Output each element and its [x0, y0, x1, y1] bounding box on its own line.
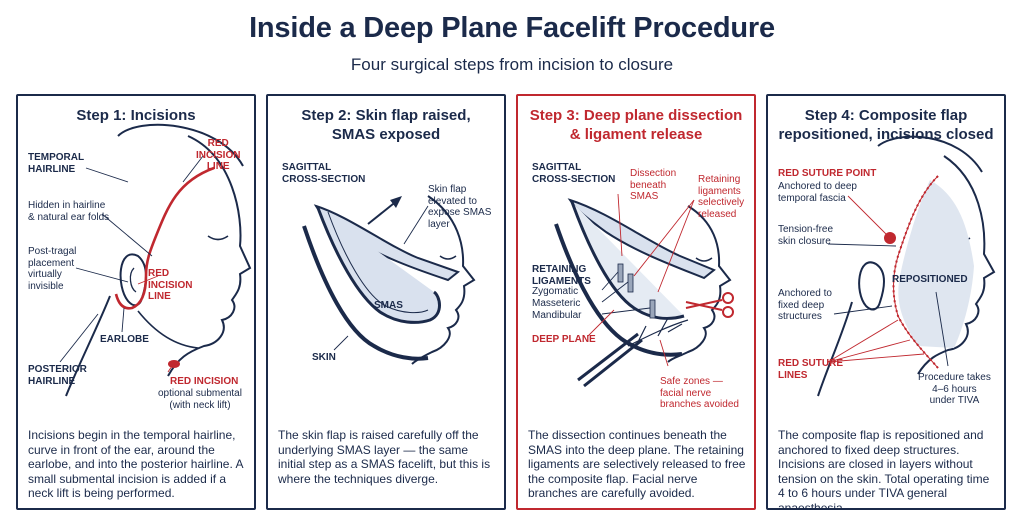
step-2-title-line-1: Step 2: Skin flap raised, — [301, 107, 471, 124]
label-earlobe: EARLOBE — [100, 334, 149, 345]
label-sagittal: SAGITTAL CROSS-SECTION — [532, 162, 616, 185]
step-2-title: Step 2: Skin flap raised, SMAS exposed — [274, 106, 498, 144]
smas-layer — [570, 201, 685, 320]
label-dissection: Dissection beneath SMAS — [630, 168, 677, 202]
step-4-title-line-1: Step 4: Composite flap — [804, 107, 968, 124]
label-procedure-time: Procedure takes 4–6 hours under TIVA — [918, 372, 991, 406]
step-4-panel: Step 4: Composite flap repositioned, inc… — [766, 94, 1006, 510]
hair-outline — [117, 123, 244, 167]
label-red-suture-point: RED SUTURE POINT — [778, 168, 877, 179]
label-skin-flap: Skin flap elevated to expose SMAS layer — [428, 184, 492, 230]
label-anchored-fascia: Anchored to deep temporal fascia — [778, 181, 857, 204]
label-sagittal: SAGITTAL CROSS-SECTION — [282, 162, 366, 185]
step-3-title-line-2: & ligament release — [569, 126, 703, 143]
step-1-description: Incisions begin in the temporal hairline… — [28, 428, 243, 501]
jaw-line — [137, 310, 199, 349]
label-submental-note: optional submental (with neck lift) — [158, 388, 242, 411]
step-1-panel: Step 1: Incisions TEMPORAL HAIRLINE RED … — [16, 94, 256, 510]
masseteric-ligament — [627, 273, 634, 293]
closed-eye — [207, 235, 229, 241]
label-post-tragal: Post-tragal placement virtually invisibl… — [28, 246, 77, 292]
face-profile — [667, 205, 732, 363]
neck-back — [65, 295, 111, 397]
label-retaining-ligaments: RETAINING LIGAMENTS — [532, 264, 591, 287]
step-2-panel: Step 2: Skin flap raised, SMAS exposed S… — [266, 94, 506, 510]
facial-nerve-branches — [627, 317, 689, 347]
label-red-incision-line-top: RED INCISION LINE — [196, 138, 241, 172]
page-title: Inside a Deep Plane Facelift Procedure — [249, 12, 775, 44]
step-1-title: Step 1: Incisions — [76, 107, 196, 124]
skin-layer — [554, 223, 683, 357]
zygomatic-ligament — [617, 263, 624, 283]
label-deep-plane: DEEP PLANE — [532, 334, 596, 345]
lift-arrow-head — [390, 196, 402, 208]
closed-eye — [695, 257, 713, 262]
label-red-suture-lines: RED SUTURE LINES — [778, 358, 844, 381]
red-suture-point — [884, 232, 896, 244]
label-red-incision: RED INCISION — [170, 376, 239, 387]
step-3-title: Step 3: Deep plane dissection & ligament… — [524, 106, 748, 144]
neck-back — [817, 301, 853, 397]
step-4-face-illustration — [817, 135, 996, 397]
face-profile — [411, 195, 476, 365]
label-hidden-note: Hidden in hairline & natural ear folds — [28, 200, 110, 223]
hair-outline — [877, 135, 983, 173]
face-profile — [917, 155, 996, 375]
step-1-face-illustration — [59, 123, 252, 397]
step-3-dissection-illustration — [554, 193, 734, 388]
label-skin: SKIN — [312, 352, 336, 363]
step-2-description: The skin flap is raised carefully off th… — [278, 428, 491, 486]
label-temporal-hairline: TEMPORAL HAIRLINE — [28, 152, 85, 175]
label-safe-zones: Safe zones — facial nerve branches avoid… — [660, 376, 739, 410]
skin-flap — [567, 198, 716, 280]
step-3-panel: Step 3: Deep plane dissection & ligament… — [516, 94, 756, 510]
mandibular-ligament — [649, 299, 656, 319]
step-4-description: The composite flap is repositioned and a… — [778, 428, 990, 510]
red-incision-path — [114, 166, 215, 310]
label-anchored-fixed: Anchored to fixed deep structures — [778, 288, 832, 322]
scissors-icon — [685, 292, 734, 318]
step-3-title-line-1: Step 3: Deep plane dissection — [529, 107, 743, 124]
skin-layer — [302, 225, 429, 361]
step-2-title-line-2: SMAS exposed — [331, 126, 441, 143]
label-repositioned: REPOSITIONED — [892, 274, 968, 285]
label-tension-free: Tension-free skin closure — [778, 224, 834, 247]
closed-eye — [439, 255, 457, 260]
label-red-incision-line-mid: RED INCISION LINE — [148, 268, 193, 302]
label-ligament-names: Zygomatic Masseteric Mandibular — [532, 286, 582, 321]
step-4-title-line-2: repositioned, incisions closed — [778, 126, 994, 143]
step-2-cross-section — [302, 195, 476, 365]
repositioned-flap — [898, 180, 974, 348]
step-4-title: Step 4: Composite flap repositioned, inc… — [774, 106, 998, 144]
label-posterior-hairline: POSTERIOR HAIRLINE — [28, 364, 87, 387]
face-profile — [167, 135, 252, 377]
smas-layer — [316, 207, 441, 324]
submental-incision — [168, 360, 180, 368]
step-3-description: The dissection continues beneath the SMA… — [528, 428, 746, 501]
forceps-icon — [577, 332, 643, 388]
ear — [858, 261, 885, 311]
label-retaining-released: Retaining ligaments selectively released — [698, 174, 745, 220]
page-subtitle: Four surgical steps from incision to clo… — [350, 55, 674, 74]
label-smas: SMAS — [374, 300, 403, 311]
